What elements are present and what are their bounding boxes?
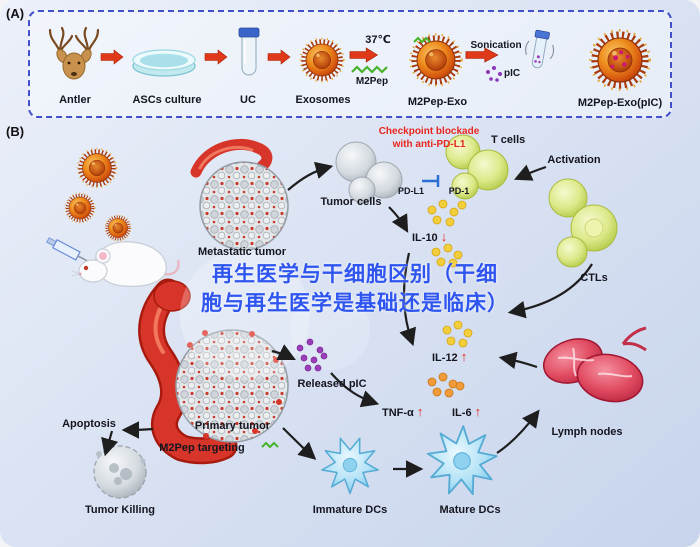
primary-tumor-mass [175, 329, 289, 443]
watermark-text-line2: 胞与再生医学是基础还是临床） [201, 292, 509, 315]
checkpoint-blockade-label-line1: Checkpoint blockade [378, 126, 480, 137]
sonication-tube-icon [525, 29, 555, 69]
exosome-icon [300, 38, 343, 81]
arrow-activation-to-t-cells [513, 164, 547, 181]
t-cells-icon [445, 134, 509, 200]
il10-dots-icon [427, 199, 467, 268]
m2pep-exo-pic-icon [590, 30, 649, 89]
il10-text: IL-10 [412, 232, 438, 244]
released-pic-label: Released pIC [297, 378, 367, 390]
metastatic-tumor-mass [199, 161, 289, 251]
il12-label: IL-12 ↑ [432, 349, 468, 365]
arrow-tumor-cells-to-il10 [388, 206, 409, 233]
step-label-m2pep-exo-pic: M2Pep-Exo(pIC) [577, 97, 663, 109]
step-arrow-1 [100, 49, 124, 65]
il6-text: IL-6 [452, 407, 472, 419]
il12-dots-icon [442, 320, 473, 348]
arrow-ctls-down [507, 263, 593, 319]
arrow-tumor-to-released-pic [271, 344, 296, 360]
step-label-uc: UC [240, 94, 256, 106]
blood-vessel-main [140, 281, 235, 462]
virus-particle-icon [103, 213, 133, 243]
pd-l1-pd-1-bond-icon [422, 175, 440, 187]
annotation-temperature: 37℃ [365, 34, 391, 46]
panel-a-label: (A) [6, 6, 25, 21]
flow-arrows [101, 161, 593, 478]
tumor-cells-label: Tumor cells [320, 196, 382, 208]
mature-dc-icon [423, 421, 503, 501]
tnf-il6-dots-icon [427, 372, 465, 398]
tnf-alpha-label: TNF-α ↑ [382, 404, 424, 420]
pd-1-label: PD-1 [448, 186, 470, 196]
apoptosis-label: Apoptosis [62, 418, 116, 430]
lymph-nodes-label: Lymph nodes [551, 426, 623, 438]
m2pep-exo-icon [410, 34, 461, 85]
step-arrow-3 [267, 49, 291, 65]
tnf-text: TNF-α [382, 407, 414, 419]
annotation-pic: pIC [504, 68, 521, 79]
arrow-apoptosis-to-killing [101, 430, 119, 457]
step-label-m2pep-exo: M2Pep-Exo [407, 96, 468, 108]
immature-dcs-label: Immature DCs [312, 504, 388, 516]
watermark-logo-backdrop-2 [290, 290, 370, 370]
arrow-tumor-to-apoptosis [121, 421, 154, 439]
watermark-text-line1: 再生医学与干细胞区别（干细 [212, 263, 498, 286]
arrow-pic-to-tnf [330, 372, 380, 408]
arrow-lymph-to-cytokines [498, 351, 538, 370]
arrow-il10-to-il12 [399, 252, 417, 347]
targeting-exosome-dots [187, 330, 282, 439]
metastatic-tumor-label: Metastatic tumor [197, 246, 287, 258]
tumor-killing-icon [93, 445, 147, 499]
uc-tube-icon [238, 27, 260, 76]
m2pep-targeting-label: M2Pep targeting [159, 442, 245, 454]
step-label-exosomes: Exosomes [295, 94, 351, 106]
ctls-label: CTLs [580, 272, 608, 284]
t-cells-label: T cells [491, 134, 526, 146]
il10-label: IL-10 ↓ [412, 229, 448, 245]
vessel-highlight [198, 145, 254, 170]
step-label-antler: Antler [59, 94, 91, 106]
il12-text: IL-12 [432, 352, 458, 364]
step-label-ascs-culture: ASCs culture [132, 94, 202, 106]
antler-icon [48, 26, 100, 80]
tumor-cells-icon [335, 141, 403, 204]
panel-b-label: (B) [6, 124, 25, 139]
il6-label: IL-6 ↑ [452, 404, 482, 420]
m2pep-on-exo-icon [413, 36, 431, 44]
step-arrow-2 [204, 49, 228, 65]
petri-dish-icon [132, 49, 196, 77]
arrow-mature-dc-to-lymph [496, 409, 540, 454]
il12-up-arrow: ↑ [460, 349, 468, 364]
arrow-tumor-to-immature-dc [282, 427, 317, 460]
vessel-bulb [153, 280, 191, 312]
primary-tumor-label: Primary tumor [194, 420, 271, 432]
annotation-m2pep: M2Pep [355, 76, 389, 87]
ctls-icon [548, 178, 618, 268]
mature-dcs-label: Mature DCs [439, 504, 501, 516]
tnf-up-arrow: ↑ [416, 404, 424, 419]
virus-particle-icon [63, 191, 97, 225]
immature-dc-icon [318, 431, 384, 499]
pic-dots-icon [486, 66, 502, 82]
checkpoint-blockade-label-line2: with anti-PD-L1 [392, 139, 466, 150]
arrow-metastatic-to-tumor-cells [287, 161, 334, 191]
pd-l1-label: PD-L1 [397, 186, 424, 196]
tumor-killing-label: Tumor Killing [84, 504, 156, 516]
step-arrow-4 [349, 47, 379, 63]
lymph-nodes-icon [542, 326, 647, 403]
mouse-icon [71, 241, 180, 287]
m2pep-targeting-peptide-icon [261, 441, 279, 449]
il10-down-arrow: ↓ [440, 229, 448, 244]
il6-up-arrow: ↑ [474, 404, 482, 419]
released-pic-dots-icon [296, 338, 328, 372]
m2pep-peptide-icon [351, 65, 388, 74]
virus-particle-icon [78, 149, 117, 188]
activation-label: Activation [547, 154, 601, 166]
annotation-sonication: Sonication [470, 40, 522, 51]
